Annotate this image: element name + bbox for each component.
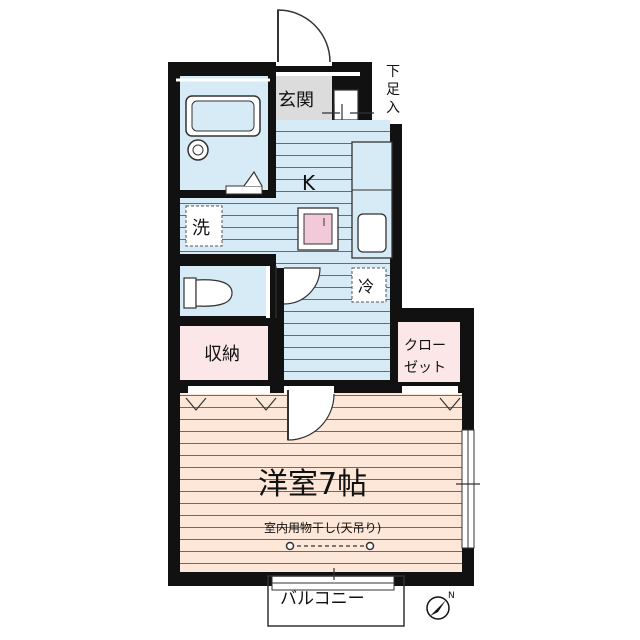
genkan-label: 玄関	[278, 90, 314, 111]
washer-label: 洗	[192, 218, 210, 239]
closet-label-2: ゼット	[404, 360, 446, 376]
shoe-box-label-3: 入	[386, 100, 400, 116]
western-room-label: 洋室7帖	[258, 467, 367, 502]
basin-icon	[187, 139, 209, 161]
fridge-icon	[351, 267, 387, 303]
balcony-label: バルコニー	[280, 589, 365, 609]
washer-icon	[185, 205, 223, 247]
drying-rack-label: 室内用物干し(天吊り)	[264, 520, 381, 535]
shoe-box-label-1: 下	[386, 64, 400, 80]
shoe-box-label-2: 足	[386, 82, 400, 98]
north-compass-icon: N	[426, 591, 455, 620]
room-door-icon	[287, 390, 335, 441]
sink-icon	[357, 213, 387, 253]
closet-room	[398, 322, 460, 382]
svg-text:N: N	[448, 591, 455, 601]
toilet-door-icon	[283, 267, 321, 305]
kitchen-label: K	[302, 171, 316, 195]
toilet-icon	[183, 277, 197, 309]
balcony-area	[267, 575, 405, 627]
storage-room	[180, 326, 268, 380]
fridge-label: 冷	[358, 277, 374, 296]
entry-door-icon	[277, 9, 331, 63]
storage-label: 収納	[204, 344, 240, 365]
closet-label-1: クロー	[404, 338, 446, 354]
shoe-box	[333, 89, 359, 121]
